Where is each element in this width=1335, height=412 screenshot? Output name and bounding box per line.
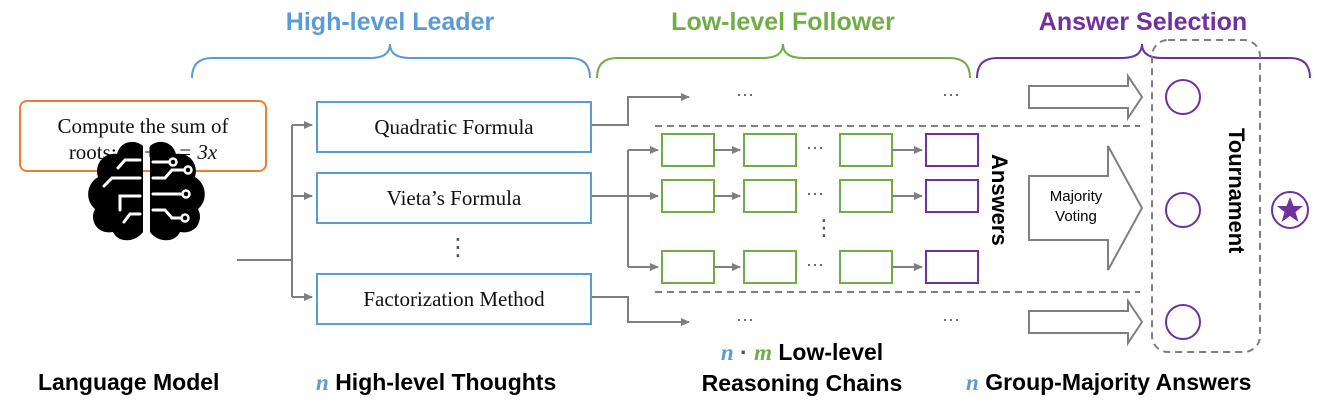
chain-step (743, 250, 797, 284)
chain-answer (925, 133, 979, 167)
majority-voting-label: Majority Voting (1034, 187, 1118, 227)
label-answers-text: Group-Majority Answers (985, 369, 1252, 395)
thought-label-3: Factorization Method (363, 286, 545, 311)
label-dot: · (740, 339, 748, 365)
hollow-arrow-top (1028, 72, 1144, 122)
group-answer-circle (1165, 304, 1201, 340)
hollow-arrow-bottom (1028, 297, 1144, 347)
arrow-thought1-up (592, 93, 690, 126)
thought-vertical-ellipsis: ⋮ (446, 233, 470, 261)
brain-circuit-icon (88, 141, 205, 241)
ellipsis-top-right: ··· (942, 84, 960, 104)
chain-answer (925, 179, 979, 213)
chain-step (743, 133, 797, 167)
majority-voting-line-2: Voting (1055, 208, 1097, 225)
brace-selection (976, 43, 1311, 79)
label-reasoning-chains: n · m Low-level Reasoning Chains (672, 337, 932, 399)
label-var-n: n (316, 370, 329, 395)
brace-follower (596, 43, 971, 79)
thought-box-2: Vieta’s Formula (316, 172, 592, 224)
chain-answer (925, 250, 979, 284)
chain-vertical-ellipsis: ⋮ (813, 216, 835, 241)
chain-step (743, 179, 797, 213)
label-thoughts-text: High-level Thoughts (335, 369, 557, 395)
group-answer-circle (1165, 192, 1201, 228)
thought-box-3: Factorization Method (316, 273, 592, 325)
chain-ellipsis-row-1: ··· (806, 137, 824, 157)
thought-label-2: Vieta’s Formula (386, 185, 522, 210)
chain-step (839, 250, 893, 284)
ellipsis-bottom-mid: ··· (736, 309, 754, 329)
chain-ellipsis-row-3: ··· (806, 254, 824, 274)
tournament-box (1151, 39, 1261, 353)
label-high-level-thoughts: n High-level Thoughts (316, 369, 556, 396)
chain-step (661, 133, 715, 167)
chain-step (661, 179, 715, 213)
star-icon (1271, 191, 1309, 229)
group-answer-circle (1165, 79, 1201, 115)
majority-voting-line-1: Majority (1049, 188, 1103, 205)
label-var-n: n (720, 340, 734, 365)
brace-leader (191, 43, 591, 79)
answers-label: Answers (987, 154, 1012, 246)
tournament-label: Tournament (1224, 128, 1249, 254)
ellipsis-top-mid: ··· (736, 84, 754, 104)
section-title-leader: High-level Leader (285, 8, 495, 36)
label-chains-line-2: Reasoning Chains (701, 370, 903, 396)
label-chains-low-level: Low-level (778, 339, 884, 365)
thought-box-1: Quadratic Formula (316, 101, 592, 153)
chain-step (661, 250, 715, 284)
ellipsis-bottom-right: ··· (942, 309, 960, 329)
hollow-arrow-middle (1028, 145, 1144, 271)
chain-step (839, 133, 893, 167)
label-var-m: m (754, 340, 772, 365)
thought-label-1: Quadratic Formula (374, 114, 534, 139)
label-language-model: Language Model (38, 369, 220, 395)
section-title-selection: Answer Selection (1038, 8, 1248, 36)
label-group-majority-answers: n Group-Majority Answers (966, 369, 1251, 396)
chain-ellipsis-row-2: ··· (806, 183, 824, 203)
label-var-n: n (966, 370, 979, 395)
prompt-line-1: Compute the sum of (57, 114, 229, 138)
arrow-thought3-down (592, 296, 690, 326)
chain-step (839, 179, 893, 213)
section-title-follower: Low-level Follower (671, 8, 895, 36)
label-chains-line-1: n · m Low-level (672, 337, 932, 368)
